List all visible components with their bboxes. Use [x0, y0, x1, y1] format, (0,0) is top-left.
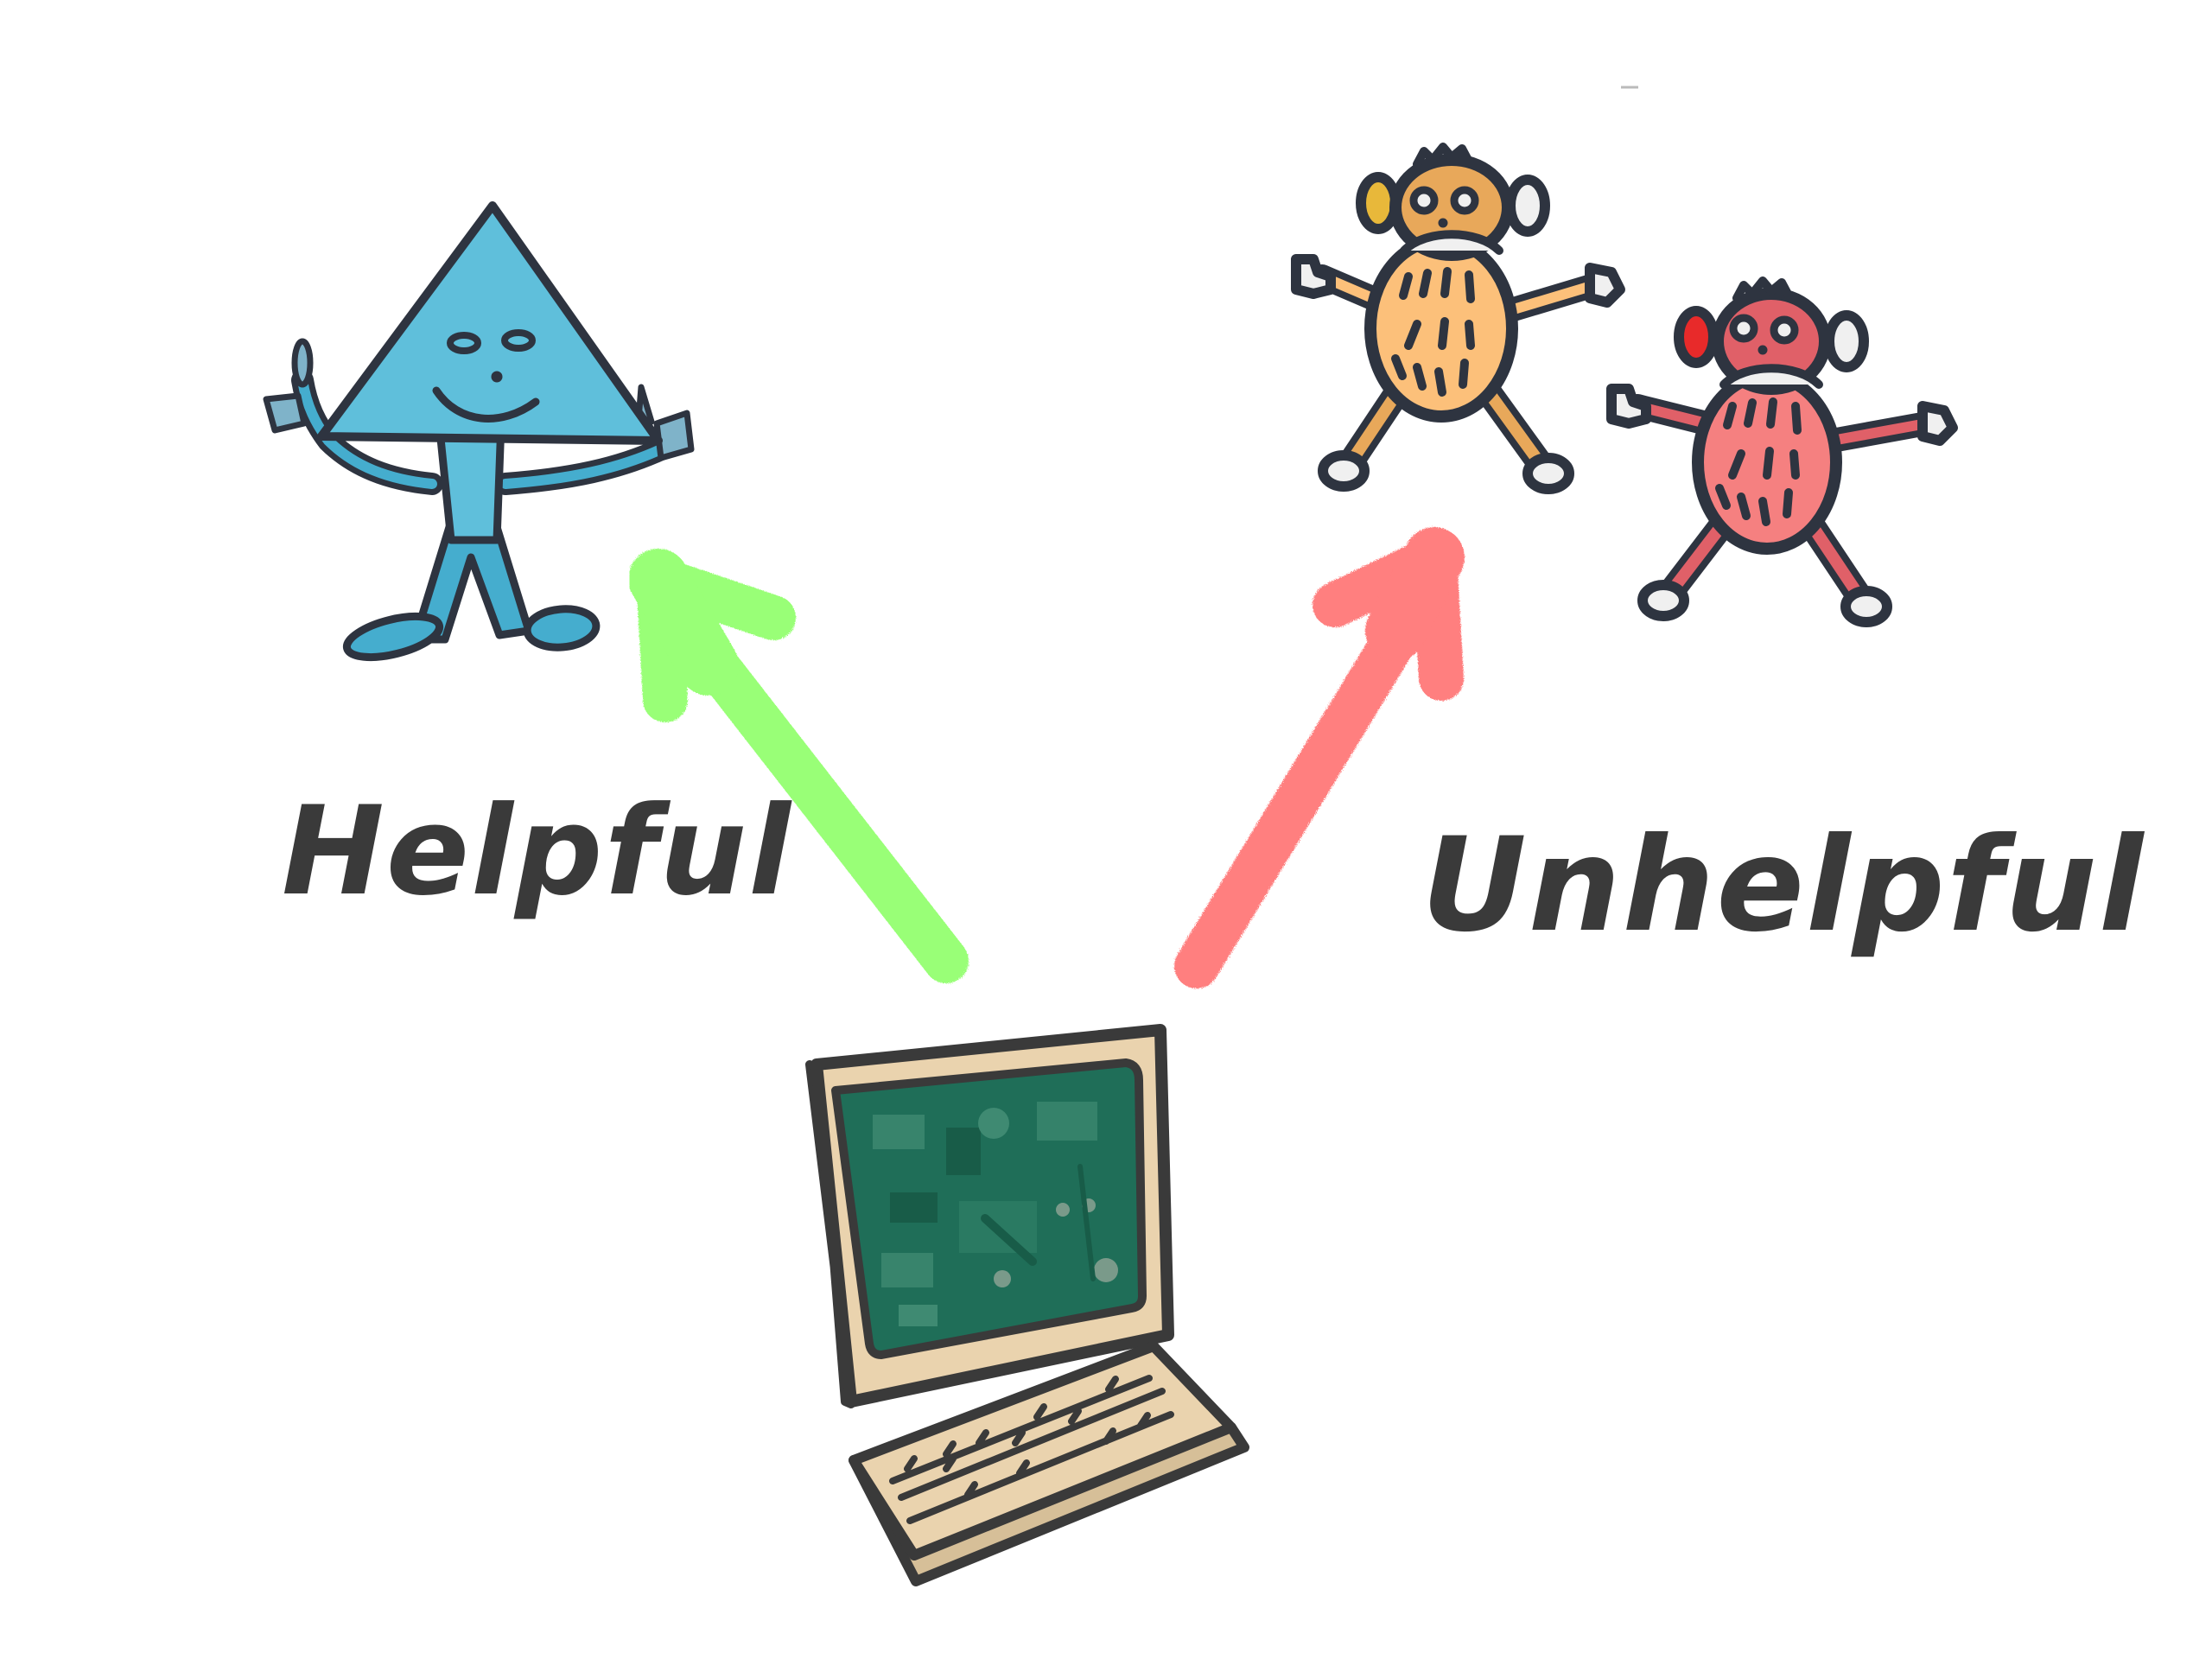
- fur-marks: [1391, 267, 1475, 397]
- helpful-character-icon: [263, 201, 695, 662]
- unhelpful-label: Unhelpful: [1421, 810, 2145, 961]
- left-eye: [447, 332, 481, 354]
- triangle-head: [317, 201, 663, 445]
- right-foot: [523, 605, 601, 652]
- computer-icon: [805, 1024, 1249, 1586]
- red-monkey-icon: [1606, 276, 1958, 627]
- circuit-pattern: [873, 1102, 1118, 1326]
- smile: [432, 386, 540, 423]
- helpful-label: Helpful: [282, 780, 793, 923]
- right-eye: [501, 329, 536, 352]
- fur-marks: [1715, 397, 1802, 526]
- keyboard-keys: [889, 1375, 1174, 1524]
- helpful-arrow-icon: [628, 549, 969, 983]
- nose: [491, 371, 503, 383]
- unhelpful-arrow-icon: [1174, 527, 1465, 988]
- left-thumbs-up-icon: [263, 338, 314, 434]
- orange-monkey-icon: [1291, 143, 1625, 494]
- left-foot: [342, 612, 444, 662]
